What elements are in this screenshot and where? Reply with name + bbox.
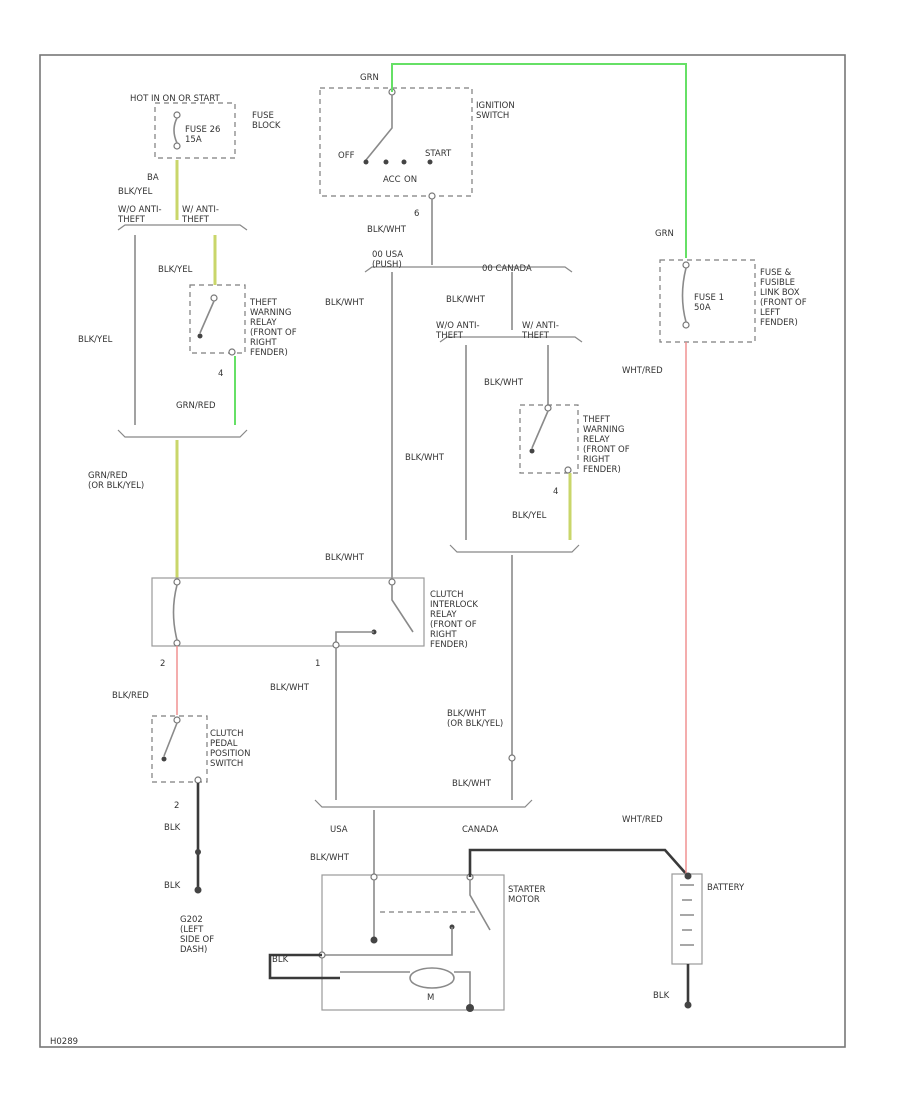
label-grn-red-1: GRN/RED <box>176 401 216 411</box>
label-blk-wht-2: BLK/WHT <box>325 298 365 308</box>
label-blk-wht-4: BLK/WHT <box>484 378 524 388</box>
label-blk-wht-5: BLK/WHT <box>405 453 445 463</box>
label-blk-yel-1: BLK/YEL <box>118 187 153 197</box>
label-battery: BATTERY <box>707 883 745 893</box>
label-grn-top: GRN <box>360 73 379 83</box>
label-fuse-block-header: HOT IN ON OR START <box>130 94 221 104</box>
label-blk-red: BLK/RED <box>112 691 149 701</box>
splice-starter <box>314 799 533 808</box>
label-pin2: 2 <box>160 659 165 669</box>
label-canada-2: CANADA <box>462 825 498 835</box>
wire-grn-top <box>391 63 687 258</box>
label-w-anti-theft-right: W/ ANTI-THEFT <box>521 321 559 341</box>
label-m: M <box>427 993 434 1003</box>
label-blk-yel-4: BLK/YEL <box>512 511 547 521</box>
label-blk-wht-3: BLK/WHT <box>446 295 486 305</box>
battery-cable <box>468 848 689 877</box>
theft-warning-relay-left <box>189 284 246 356</box>
ground-connector <box>195 849 201 855</box>
label-ignition-pin: 6 <box>414 209 419 219</box>
label-ignition-on: ON <box>404 175 417 185</box>
label-blk-yel-2: BLK/YEL <box>158 265 193 275</box>
connector-dot-right <box>508 754 516 762</box>
label-figure-id: H0289 <box>50 1037 78 1047</box>
battery <box>671 872 703 965</box>
wire-blk-starter-ground <box>268 953 340 980</box>
splice-right <box>439 336 583 343</box>
label-usa-1: 00 USA(PUSH) <box>372 250 403 270</box>
label-w-anti-theft-left: W/ ANTI-THEFT <box>181 205 219 225</box>
label-pin4-left: 4 <box>218 369 223 379</box>
label-blk-2: BLK <box>164 881 181 891</box>
label-wo-anti-theft-right: W/O ANTI-THEFT <box>435 321 480 341</box>
label-blk-wht-6: BLK/WHT <box>270 683 310 693</box>
clutch-pedal-position-switch <box>151 715 208 784</box>
splice-lower-right <box>449 544 580 553</box>
starter-motor <box>318 873 505 1012</box>
label-canada-1: 00 CANADA <box>482 264 532 274</box>
label-ignition-acc: ACC <box>383 175 401 185</box>
label-blk-battery: BLK <box>653 991 670 1001</box>
label-grn-right: GRN <box>655 229 674 239</box>
label-usa-2: USA <box>330 825 348 835</box>
label-blk-wht-1: BLK/WHT <box>367 225 407 235</box>
theft-warning-relay-right <box>519 404 579 474</box>
label-blk-starter: BLK <box>272 955 289 965</box>
label-ignition-off: OFF <box>338 151 355 161</box>
label-blk-wht-6-top: BLK/WHT <box>325 553 365 563</box>
label-blk-wht-7: BLK/WHT(OR BLK/YEL) <box>447 709 503 729</box>
label-blk-wht-9: BLK/WHT <box>310 853 350 863</box>
ground-point <box>194 886 202 894</box>
label-blk-1: BLK <box>164 823 181 833</box>
splice-ignition <box>364 266 573 273</box>
label-pin1: 1 <box>315 659 320 669</box>
fuse-fusible-link-box <box>659 259 756 343</box>
battery-ground <box>684 1001 692 1009</box>
label-wo-anti-theft-left: W/O ANTI-THEFT <box>117 205 162 225</box>
clutch-interlock-relay <box>151 577 425 649</box>
diagram-border <box>39 54 846 1048</box>
label-blk-wht-8: BLK/WHT <box>452 779 492 789</box>
label-pin2b: 2 <box>174 801 179 811</box>
splice-left <box>117 224 248 231</box>
label-wht-red-1: WHT/RED <box>622 366 663 376</box>
label-ignition-start: START <box>425 149 452 159</box>
splice-lower-left <box>117 429 248 438</box>
label-wht-red-2: WHT/RED <box>622 815 663 825</box>
label-pin-right: 4 <box>553 487 558 497</box>
label-blk-yel-3: BLK/YEL <box>78 335 113 345</box>
fuse-block <box>154 102 236 159</box>
label-grn-red-2: GRN/RED(OR BLK/YEL) <box>88 471 144 491</box>
label-wire-ba: BA <box>147 173 159 183</box>
